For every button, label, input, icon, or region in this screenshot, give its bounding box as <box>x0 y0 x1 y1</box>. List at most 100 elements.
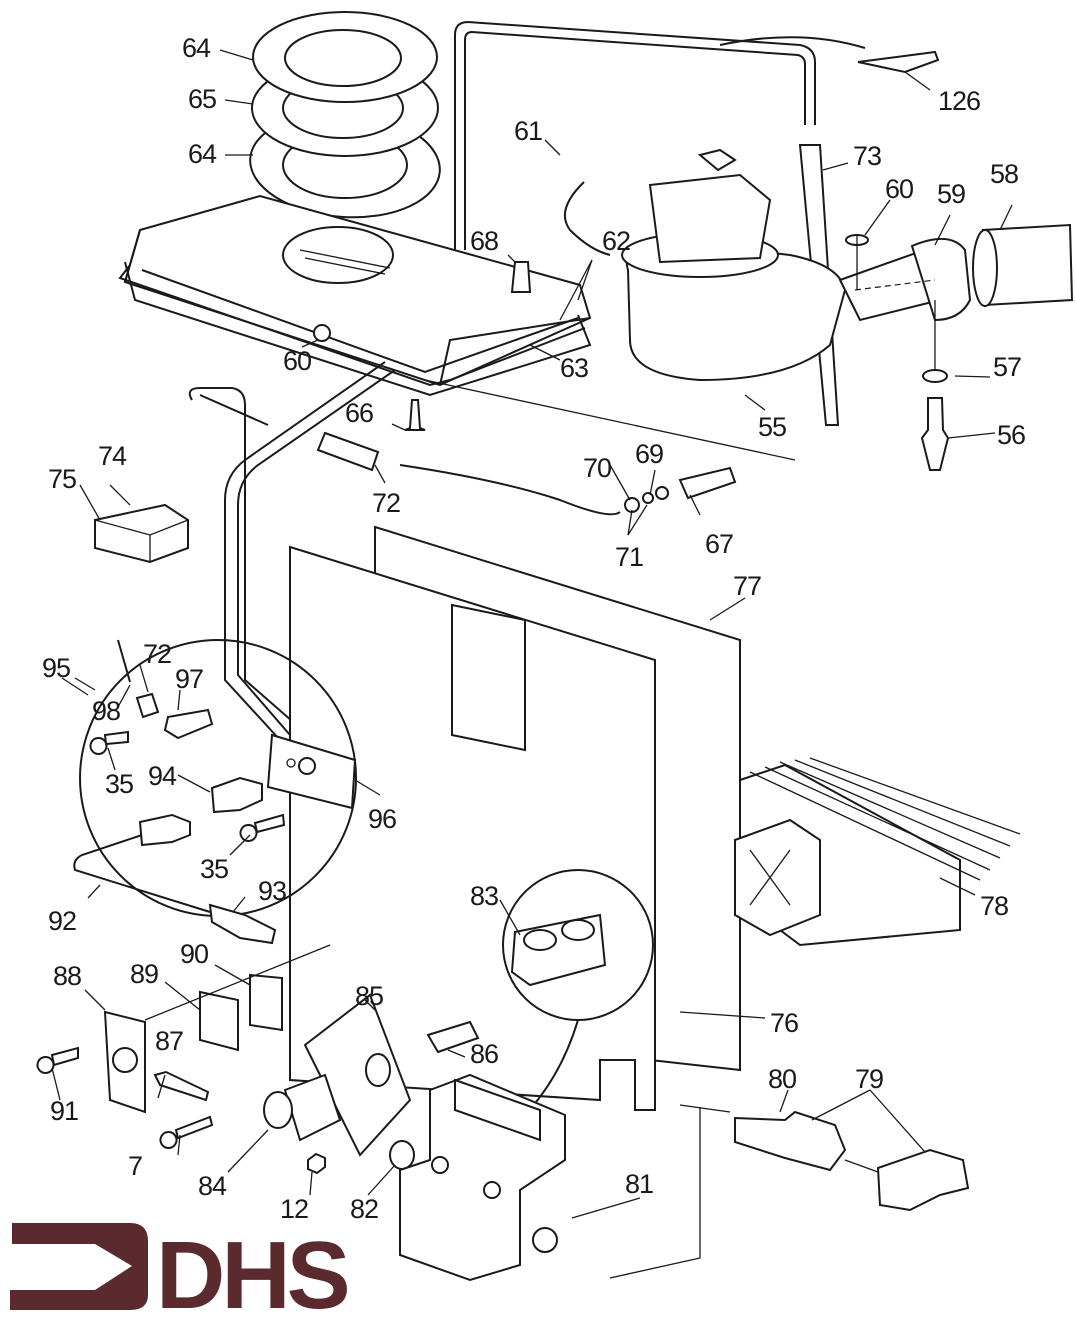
air-tube <box>454 20 816 250</box>
cover-plate <box>451 603 526 752</box>
sleeve-72 <box>316 431 380 472</box>
burner-assembly-78 <box>734 757 1021 947</box>
part-label[interactable]: 75 <box>48 464 77 494</box>
fitting-pilot <box>138 813 191 847</box>
part-label[interactable]: 62 <box>602 226 631 256</box>
part-label[interactable]: 67 <box>705 529 734 559</box>
screw-35-bottom <box>239 813 286 842</box>
fitting-93 <box>208 903 277 945</box>
valve-79 <box>876 1148 970 1212</box>
part-label[interactable]: 56 <box>997 420 1026 450</box>
part-label[interactable]: 84 <box>198 1171 228 1201</box>
part-label[interactable]: 74 <box>98 441 128 471</box>
part-label[interactable]: 55 <box>758 412 787 442</box>
part-label[interactable]: 90 <box>180 939 209 969</box>
screw-66 <box>404 399 426 431</box>
part-label[interactable]: 57 <box>993 352 1022 382</box>
electrode-97 <box>163 708 214 740</box>
part-label[interactable]: 80 <box>768 1064 797 1094</box>
pressure-switch-84 <box>283 1073 342 1142</box>
part-label[interactable]: 61 <box>514 116 543 146</box>
part-label[interactable]: 68 <box>470 226 499 256</box>
part-label[interactable]: 78 <box>980 891 1009 921</box>
part-label[interactable]: 82 <box>350 1194 379 1224</box>
part-label[interactable]: 60 <box>283 346 312 376</box>
wire-61 <box>563 181 611 256</box>
part-label[interactable]: 126 <box>938 86 981 116</box>
fitting-80 <box>734 1110 847 1172</box>
part-label[interactable]: 12 <box>280 1194 309 1224</box>
o-ring-82 <box>389 1140 415 1170</box>
part-label[interactable]: 35 <box>105 769 134 799</box>
flue-gasket-stack <box>249 11 441 219</box>
part-label[interactable]: 92 <box>48 906 77 936</box>
sensor-wire <box>719 36 866 49</box>
part-label[interactable]: 65 <box>188 84 217 114</box>
terminal-block <box>94 503 189 564</box>
lead-98 <box>117 639 131 683</box>
bolt-87 <box>153 1070 210 1102</box>
logo-text: DHS <box>156 1222 348 1323</box>
sensor-126 <box>857 50 940 74</box>
sleeve-72-pilot <box>135 692 160 719</box>
part-label[interactable]: 91 <box>50 1096 79 1126</box>
screw-91 <box>36 1046 79 1074</box>
bracket-88 <box>103 1010 146 1114</box>
pipe-92 <box>73 834 211 913</box>
part-label[interactable]: 87 <box>155 1026 184 1056</box>
leader-lines <box>51 49 1013 1219</box>
hood-frame-inner <box>141 269 579 374</box>
part-label[interactable]: 72 <box>143 639 172 669</box>
electrode-56 <box>920 397 950 471</box>
part-label[interactable]: 70 <box>583 453 612 483</box>
arrow-logo-icon <box>10 1223 148 1310</box>
part-label[interactable]: 58 <box>990 159 1019 189</box>
part-label[interactable]: 77 <box>733 571 762 601</box>
part-label[interactable]: 93 <box>258 876 287 906</box>
washer-60-left <box>313 324 331 342</box>
part-label[interactable]: 69 <box>635 439 664 469</box>
gasket-89 <box>199 990 239 1052</box>
fan-assembly <box>621 148 972 382</box>
part-label[interactable]: 7 <box>128 1151 143 1181</box>
part-label[interactable]: 59 <box>937 179 966 209</box>
screw-7 <box>159 1115 214 1149</box>
part-label[interactable]: 86 <box>470 1039 499 1069</box>
thermocouple-tube <box>399 464 621 516</box>
part-label[interactable]: 94 <box>148 761 178 791</box>
part-label[interactable]: 60 <box>885 174 914 204</box>
gasket-90 <box>249 973 283 1032</box>
dhs-logo: DHS <box>10 1222 352 1323</box>
part-label[interactable]: 95 <box>42 653 71 683</box>
part-label[interactable]: 79 <box>855 1064 884 1094</box>
plate-85 <box>303 993 412 1157</box>
part-label[interactable]: 35 <box>200 854 229 884</box>
flue-hood <box>123 194 592 397</box>
nut-94 <box>210 776 263 814</box>
part-label[interactable]: 96 <box>368 804 397 834</box>
test-nipple-68 <box>510 261 532 293</box>
part-label[interactable]: 85 <box>355 981 384 1011</box>
part-label[interactable]: 63 <box>560 353 589 383</box>
part-label[interactable]: 81 <box>625 1169 654 1199</box>
part-label[interactable]: 88 <box>53 961 82 991</box>
part-label[interactable]: 66 <box>345 398 374 428</box>
part-label[interactable]: 71 <box>615 542 644 572</box>
part-label[interactable]: 89 <box>130 959 159 989</box>
part-label[interactable]: 64 <box>182 33 212 63</box>
gas-valve-81 <box>399 1073 566 1282</box>
part-labels: 64 65 64 61 126 73 58 60 59 68 62 60 63 … <box>42 33 1026 1224</box>
part-label[interactable]: 98 <box>92 696 121 726</box>
hood-frame <box>118 264 586 387</box>
part-label[interactable]: 73 <box>853 141 882 171</box>
nozzle-86 <box>426 1020 480 1054</box>
flue-adaptor-58 <box>972 223 1074 307</box>
part-label[interactable]: 72 <box>372 488 401 518</box>
part-label[interactable]: 83 <box>470 881 499 911</box>
screw-35-top <box>89 730 129 755</box>
fitting-67 <box>678 466 737 500</box>
part-label[interactable]: 97 <box>175 664 204 694</box>
part-label[interactable]: 76 <box>770 1008 799 1038</box>
part-label[interactable]: 64 <box>188 139 218 169</box>
